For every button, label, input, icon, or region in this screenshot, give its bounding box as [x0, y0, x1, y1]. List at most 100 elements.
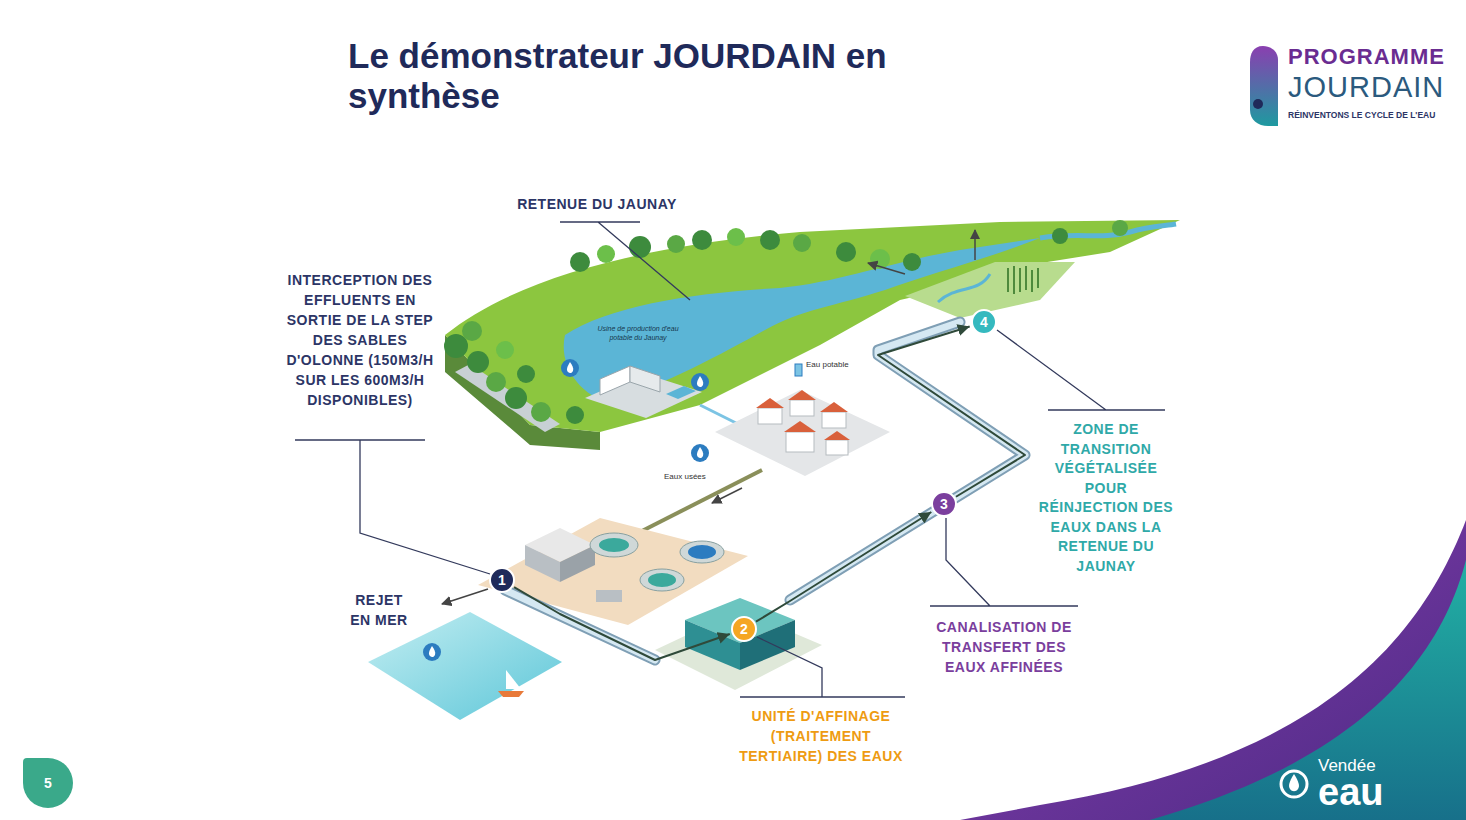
- vendee-eau-icon: [1281, 771, 1307, 797]
- trees: [836, 242, 856, 262]
- node-text: 1: [498, 572, 506, 588]
- vendee-eau-icon: [1281, 771, 1307, 797]
- refining-unit: [655, 598, 822, 690]
- town: [786, 432, 814, 452]
- water-icon: [561, 359, 579, 377]
- town: [824, 431, 850, 440]
- transfer-pipe: [505, 322, 1025, 660]
- water-icon: [567, 362, 573, 373]
- reservoir: [564, 224, 1176, 402]
- callout-label: ZONE DE TRANSITION VÉGÉTALISÉE POUR RÉIN…: [1036, 420, 1176, 576]
- treatment-plant: [478, 518, 748, 625]
- logo-text: JOURDAIN: [1288, 70, 1460, 104]
- sea: [368, 612, 562, 720]
- wastewater-pipe: [712, 488, 742, 503]
- treatment-plant: [640, 569, 684, 591]
- trees: [444, 220, 1128, 424]
- trees: [570, 252, 590, 272]
- slide-title: Le démonstrateur JOURDAIN en synthèse: [348, 36, 948, 116]
- drinking-water-plant: [630, 366, 660, 392]
- trees: [1112, 220, 1128, 236]
- callout-label: RETENUE DU JAUNAY: [497, 194, 697, 214]
- town: [691, 444, 709, 462]
- town: [788, 390, 816, 400]
- trees: [692, 230, 712, 250]
- logo-mark: [1253, 99, 1263, 109]
- vendee-eau-icon: [1289, 774, 1299, 791]
- trees: [629, 236, 651, 258]
- callout-label: CANALISATION DE TRANSFERT DES EAUX AFFIN…: [925, 617, 1083, 677]
- treatment-plant: [596, 590, 622, 602]
- leader-line: [295, 222, 1165, 697]
- vegetated-zone: [938, 274, 990, 302]
- town: [697, 447, 703, 458]
- town: [795, 364, 802, 376]
- trees: [496, 341, 514, 359]
- treatment-plant: [688, 545, 716, 559]
- treatment-plant: [525, 545, 560, 582]
- trees: [597, 245, 615, 263]
- map-note: Usine de production d'eau potable du Jau…: [596, 324, 680, 342]
- town: [790, 400, 814, 416]
- leader-line: [295, 440, 490, 574]
- map-note: Eaux usées: [664, 472, 724, 482]
- callout-label: INTERCEPTION DES EFFLUENTS EN SORTIE DE …: [285, 270, 435, 410]
- drinking-water-plant: [666, 386, 696, 399]
- treatment-plant: [590, 533, 638, 557]
- reservoir: [564, 238, 1040, 402]
- logo-mark: [1250, 46, 1278, 126]
- trees: [444, 334, 468, 358]
- flow-connector: [514, 587, 730, 660]
- leader-line: [560, 222, 690, 300]
- trees: [903, 253, 921, 271]
- transfer-pipe: [505, 322, 1025, 660]
- town: [758, 408, 782, 424]
- map-note: Eau potable: [806, 360, 876, 370]
- town: [756, 398, 784, 408]
- treatment-plant: [478, 518, 748, 625]
- water-icon: [561, 359, 579, 377]
- trees: [1052, 228, 1068, 244]
- drinking-water-plant: [585, 366, 740, 425]
- treatment-plant: [560, 545, 595, 582]
- terrain: [455, 364, 560, 432]
- sea: [429, 646, 435, 657]
- callout-number: 1: [489, 567, 515, 593]
- vegetated-zone: [1008, 266, 1038, 294]
- wastewater-pipe: [640, 470, 762, 532]
- town: [822, 412, 846, 428]
- logo-tagline: RÉINVENTONS LE CYCLE DE L'EAU: [1288, 110, 1460, 121]
- flow-connector: [878, 326, 1025, 496]
- terrain: [445, 220, 1180, 432]
- callout-number: 4: [971, 309, 997, 335]
- town: [715, 390, 890, 476]
- town: [820, 402, 848, 412]
- transfer-pipe: [505, 322, 1025, 660]
- callout-number: 3: [931, 491, 957, 517]
- flow-arrow: [974, 230, 976, 260]
- drinking-water-plant: [600, 366, 630, 395]
- trees: [505, 387, 527, 409]
- trees: [793, 234, 811, 252]
- node-text: 3: [940, 496, 948, 512]
- refining-unit: [655, 610, 822, 690]
- corner-swoosh: [1150, 560, 1466, 820]
- sea: [423, 643, 441, 661]
- trees: [566, 406, 584, 424]
- town: [784, 421, 816, 432]
- sea: [498, 691, 524, 697]
- treatment-plant: [680, 541, 724, 563]
- trees: [486, 372, 506, 392]
- terrain: [445, 220, 1180, 450]
- trees: [462, 321, 482, 341]
- logo-text: PROGRAMME: [1288, 44, 1460, 70]
- callout-label: REJET EN MER: [344, 590, 414, 630]
- drinking-water-plant: [700, 405, 740, 425]
- node-text: 5: [44, 775, 52, 791]
- node-text: 2: [740, 621, 748, 637]
- town: [826, 440, 848, 455]
- brand-text: eau: [1318, 772, 1438, 812]
